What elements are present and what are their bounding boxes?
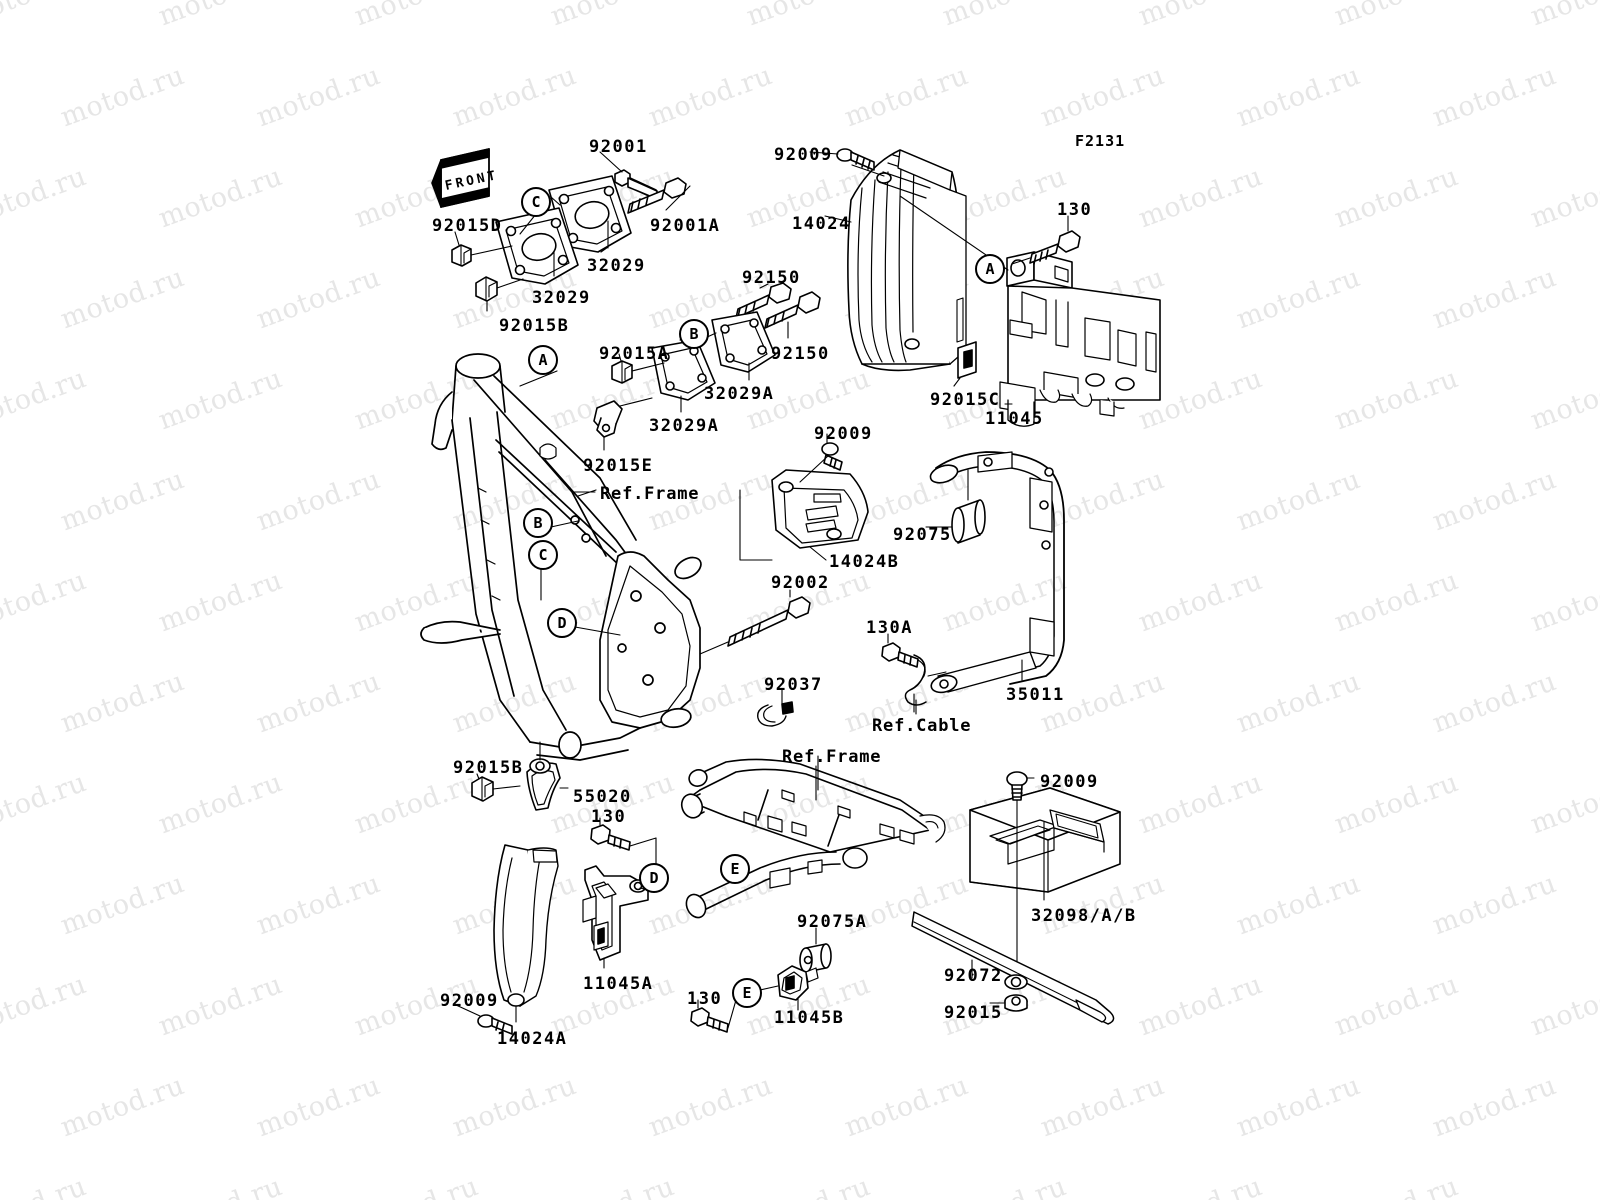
part-130-bolt-top [1011, 215, 1081, 265]
front-arrow-marker: FRONT [431, 148, 500, 208]
part-92075-damper [925, 469, 986, 544]
callout-marker[interactable]: A [975, 254, 1005, 284]
part-number-label[interactable]: 11045 [985, 409, 1044, 429]
callout-marker[interactable]: E [720, 854, 750, 884]
reference-label: Ref.Cable [872, 716, 972, 736]
part-number-label[interactable]: 14024B [829, 552, 900, 572]
callout-marker[interactable]: C [528, 540, 558, 570]
part-number-label[interactable]: 92009 [440, 991, 499, 1011]
part-number-label[interactable]: 35011 [1006, 685, 1065, 705]
part-number-label[interactable]: 130A [866, 618, 913, 638]
part-number-label[interactable]: 92001 [589, 137, 648, 157]
part-number-label[interactable]: 92009 [1040, 772, 1099, 792]
part-92015B-nut-upper [475, 276, 524, 312]
part-130-bolt-bottom [690, 999, 737, 1033]
part-number-label[interactable]: 92015 [944, 1003, 1003, 1023]
part-number-label[interactable]: 14024A [497, 1029, 568, 1049]
part-number-label[interactable]: 32029 [532, 288, 591, 308]
part-92009-screw-mid [799, 433, 843, 483]
part-92015D-nut [451, 231, 513, 267]
part-92001A-bolt [627, 177, 691, 214]
part-92015B-nut-lower [471, 773, 521, 802]
part-number-label[interactable]: 92150 [742, 268, 801, 288]
part-11045B-bracket [759, 965, 819, 1011]
part-number-label[interactable]: 92015E [583, 456, 654, 476]
part-number-label[interactable]: 92072 [944, 966, 1003, 986]
callout-marker[interactable]: D [639, 863, 669, 893]
part-130-bolt-mid [590, 817, 657, 873]
part-number-label[interactable]: 92009 [814, 424, 873, 444]
part-92015A-nut [611, 353, 665, 384]
part-number-label[interactable]: 92015B [499, 316, 570, 336]
part-number-label[interactable]: 92015B [453, 758, 524, 778]
part-number-label[interactable]: 32098/A/B [1031, 906, 1137, 926]
part-number-label[interactable]: 11045A [583, 974, 654, 994]
part-number-label[interactable]: 14024 [792, 214, 851, 234]
part-number-label[interactable]: 92015C [930, 390, 1001, 410]
part-92009-screw-top [809, 148, 885, 177]
part-32029-bracket-2 [495, 207, 579, 285]
part-32029A-bracket-2 [651, 339, 716, 413]
part-130A-bolt [881, 633, 919, 668]
part-35011-grab-rail [929, 451, 1065, 694]
part-number-label[interactable]: 32029A [704, 384, 775, 404]
part-number-label[interactable]: 130 [591, 807, 627, 827]
part-number-label[interactable]: 92075A [797, 912, 868, 932]
part-14024B-guard [739, 469, 869, 561]
main-frame-assembly [420, 353, 702, 761]
ref-cable-clip [904, 654, 947, 715]
part-number-label[interactable]: 92015D [432, 216, 503, 236]
callout-marker[interactable]: A [528, 345, 558, 375]
reference-label: Ref.Frame [782, 747, 882, 767]
part-92150-bolt-2 [764, 291, 821, 339]
reference-label: Ref.Frame [600, 484, 700, 504]
callout-marker[interactable]: D [547, 608, 577, 638]
part-number-label[interactable]: 130 [1057, 200, 1093, 220]
part-92015E-collar [593, 397, 653, 451]
diagram-code: F2131 [1075, 132, 1126, 150]
part-92009-screw-battery [1006, 771, 1035, 983]
part-92075A-damper [799, 927, 832, 973]
part-92037-clamp [757, 689, 794, 727]
callout-marker[interactable]: C [521, 187, 551, 217]
part-92015-nut-bottom [989, 994, 1028, 1012]
rear-subframe-assembly [680, 758, 946, 919]
part-32029A-bracket-1 [711, 311, 776, 381]
callout-marker[interactable]: E [732, 978, 762, 1008]
part-number-label[interactable]: 32029 [587, 256, 646, 276]
part-11045A-bracket [582, 865, 649, 969]
part-32098-battery-box [969, 784, 1121, 901]
part-92002-bolt [699, 589, 811, 655]
part-number-label[interactable]: 92009 [774, 145, 833, 165]
part-number-label[interactable]: 92001A [650, 216, 721, 236]
part-92009-screw-bottom [455, 1004, 513, 1035]
part-number-label[interactable]: 92150 [771, 344, 830, 364]
callout-marker[interactable]: B [523, 508, 553, 538]
part-number-label[interactable]: 92037 [764, 675, 823, 695]
part-92072-band [911, 911, 1115, 1025]
part-14024-guard [824, 149, 967, 372]
part-92001-bolt [599, 151, 658, 200]
part-number-label[interactable]: 92015A [599, 344, 670, 364]
part-55020-guard [526, 741, 569, 811]
part-92015C-grommet [953, 341, 977, 387]
part-number-label[interactable]: 55020 [573, 787, 632, 807]
part-32029-bracket-1 [548, 175, 632, 253]
part-14024A-guard [493, 844, 559, 1023]
part-number-label[interactable]: 92002 [771, 573, 830, 593]
part-number-label[interactable]: 130 [687, 989, 723, 1009]
part-number-label[interactable]: 92075 [893, 525, 952, 545]
part-number-label[interactable]: 32029A [649, 416, 720, 436]
callout-marker[interactable]: B [679, 319, 709, 349]
part-11045-bracket [999, 251, 1161, 427]
part-number-label[interactable]: 11045B [774, 1008, 845, 1028]
